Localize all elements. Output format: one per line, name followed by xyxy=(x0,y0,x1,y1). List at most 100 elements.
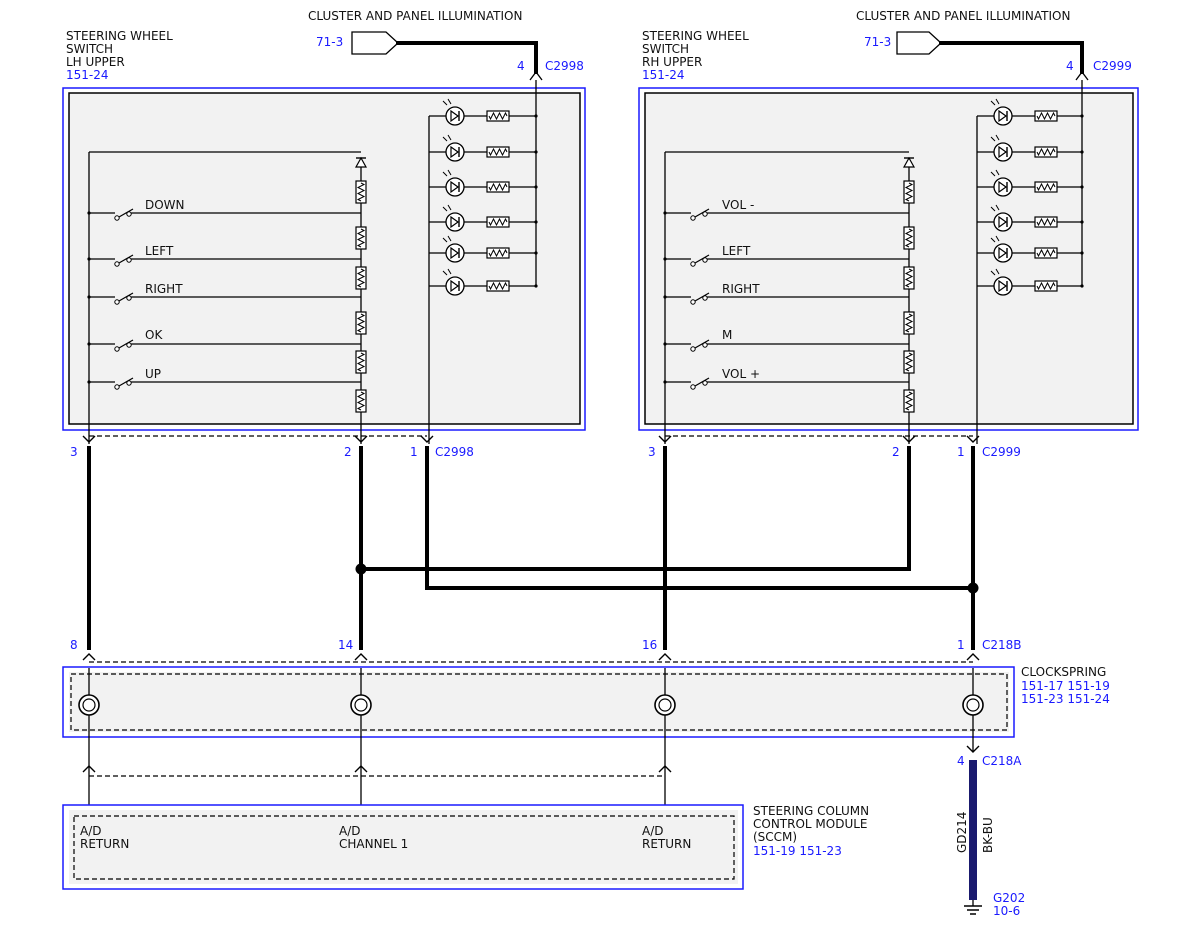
rh-pin-1: 1 xyxy=(957,445,965,459)
sccm-name-line3: (SCCM) xyxy=(753,830,797,844)
sccm-pin3-line1: A/D xyxy=(642,824,664,838)
rh-illumination-wire xyxy=(939,41,1084,74)
clockspring-top-connector: C218B xyxy=(982,638,1022,652)
sccm-name-line1: STEERING COLUMN xyxy=(753,804,869,818)
connector-arrows xyxy=(82,435,980,773)
resistor-icon xyxy=(1034,280,1058,292)
wire-rh-pin2-splice xyxy=(359,446,911,571)
junction-dot xyxy=(534,251,538,255)
lh-switch-ref[interactable]: 151-24 xyxy=(66,68,109,82)
clockspring-inner-dashed xyxy=(70,673,1008,731)
sccm-pin1-line1: A/D xyxy=(80,824,102,838)
connector-arrow-icon xyxy=(966,653,980,661)
sccm-pin2-line1: A/D xyxy=(339,824,361,838)
led-icon xyxy=(442,268,465,296)
switch-icon xyxy=(690,208,710,221)
ground-ref[interactable]: 10-6 xyxy=(993,904,1020,918)
resistor-icon xyxy=(1034,216,1058,228)
resistor-icon xyxy=(486,247,510,259)
rh-illumination-pin: 4 xyxy=(1066,59,1074,73)
resistor-icon xyxy=(903,311,915,335)
switch-icon xyxy=(114,208,134,221)
connector-arrow-icon xyxy=(82,765,96,773)
rh-illumination-title: CLUSTER AND PANEL ILLUMINATION xyxy=(856,9,1070,23)
rh-illumination-ref[interactable]: 71-3 xyxy=(864,35,891,49)
lh-switch-name-line3: LH UPPER xyxy=(66,55,125,69)
sccm-inner-dashed xyxy=(73,815,735,880)
wire-lh-pin1-splice xyxy=(425,446,975,590)
connector-arrow-icon xyxy=(658,653,672,661)
rh-pin-2: 2 xyxy=(892,445,900,459)
rh-illumination-connector: C2999 xyxy=(1093,59,1132,73)
clockspring-refs-1[interactable]: 151-17 151-19 xyxy=(1021,679,1110,693)
switch-icon xyxy=(114,254,134,267)
rh-switch-name-line1: STEERING WHEEL xyxy=(642,29,749,43)
sccm-pin2-line2: CHANNEL 1 xyxy=(339,837,408,851)
junction-dot xyxy=(534,220,538,224)
resistor-icon xyxy=(486,216,510,228)
resistor-icon xyxy=(1034,110,1058,122)
clockspring-refs-2[interactable]: 151-23 151-24 xyxy=(1021,692,1110,706)
lh-illumination-title: CLUSTER AND PANEL ILLUMINATION xyxy=(308,9,522,23)
lh-switch-name-line1: STEERING WHEEL xyxy=(66,29,173,43)
clockspring-pin-1: 1 xyxy=(957,638,965,652)
junction-dot xyxy=(663,295,667,299)
resistor-icon xyxy=(903,180,915,204)
rh-illumination-connector-icon xyxy=(896,31,942,55)
switch-icon xyxy=(114,377,134,390)
junction-dot xyxy=(1080,220,1084,224)
connector-arrow-icon xyxy=(354,435,368,443)
junction-dot xyxy=(1080,284,1084,288)
junction-dot xyxy=(534,185,538,189)
resistor-icon xyxy=(1034,146,1058,158)
resistor-icon xyxy=(903,350,915,374)
junction-dot xyxy=(87,295,91,299)
switch-icon xyxy=(114,339,134,352)
switch-icon xyxy=(114,292,134,305)
rh-bottom-connector: C2999 xyxy=(982,445,1021,459)
rh-switch-ref[interactable]: 151-24 xyxy=(642,68,685,82)
resistor-icon xyxy=(1034,247,1058,259)
clockspring-name: CLOCKSPRING xyxy=(1021,665,1106,679)
lh-illumination-connector: C2998 xyxy=(545,59,584,73)
resistor-icon xyxy=(486,146,510,158)
resistor-icon xyxy=(486,181,510,193)
rh-switch-label-vol-minus: VOL - xyxy=(722,198,754,212)
led-icon xyxy=(990,235,1013,263)
rh-pin-3: 3 xyxy=(648,445,656,459)
lh-illumination-pin-arrow-icon xyxy=(529,70,543,81)
junction-dot xyxy=(663,342,667,346)
junction-dot xyxy=(87,380,91,384)
switch-icon xyxy=(690,377,710,390)
connector-arrow-icon xyxy=(966,435,980,443)
sccm-pin1-line2: RETURN xyxy=(80,837,129,851)
lh-pin-3: 3 xyxy=(70,445,78,459)
splice-icon xyxy=(967,582,979,594)
lh-illumination-ref[interactable]: 71-3 xyxy=(316,35,343,49)
connector-arrow-icon xyxy=(658,435,672,443)
lh-illumination-pin: 4 xyxy=(517,59,525,73)
lh-pin-2: 2 xyxy=(344,445,352,459)
rh-switch-label-left: LEFT xyxy=(722,244,751,258)
resistor-icon xyxy=(486,280,510,292)
ground-name[interactable]: G202 xyxy=(993,891,1025,905)
sccm-refs[interactable]: 151-19 151-23 xyxy=(753,844,842,858)
ground-wire xyxy=(969,760,977,900)
clockspring-coils xyxy=(78,668,984,737)
switch-icon xyxy=(690,254,710,267)
connector-arrow-icon xyxy=(82,653,96,661)
resistor-icon xyxy=(1034,181,1058,193)
junction-dot xyxy=(663,211,667,215)
led-icon xyxy=(990,169,1013,197)
resistor-icon xyxy=(903,226,915,250)
led-icon xyxy=(442,204,465,232)
resistor-icon xyxy=(903,266,915,290)
junction-dot xyxy=(534,150,538,154)
resistor-icon xyxy=(486,110,510,122)
connector-arrow-icon xyxy=(82,435,96,443)
junction-dot xyxy=(87,211,91,215)
rh-illumination-pin-arrow-icon xyxy=(1075,70,1089,81)
clockspring-box-fill xyxy=(69,672,1009,732)
lh-switch-label-ok: OK xyxy=(145,328,163,342)
